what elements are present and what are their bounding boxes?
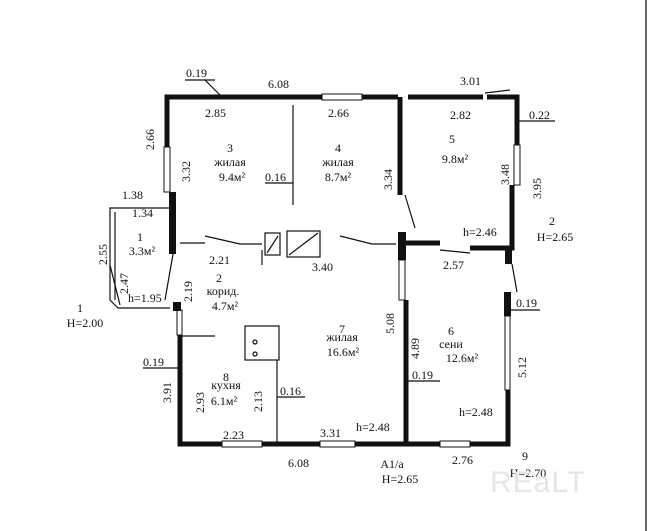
room-number: 4 xyxy=(335,141,341,155)
room-number: 1 xyxy=(137,230,143,244)
dim: 2.13 xyxy=(251,391,265,412)
dim: h=2.48 xyxy=(459,405,493,419)
annotation: 9 xyxy=(522,449,528,463)
dim: 0.19 xyxy=(186,66,207,80)
room-name: кухня xyxy=(211,378,241,392)
annotation: H=2.70 xyxy=(510,466,546,480)
room-6: 6 сени 12.6м² xyxy=(439,324,478,365)
room-8: 8 кухня 6.1м² xyxy=(211,370,241,408)
dim: 2.55 xyxy=(96,244,110,265)
room-3: 3 жилая 9.4м² xyxy=(213,141,246,184)
room-area: 9.4м² xyxy=(219,170,246,184)
annotation: H=2.65 xyxy=(537,230,573,244)
dim: 2.23 xyxy=(223,428,244,442)
dim: 0.19 xyxy=(412,368,433,382)
dim: 2.66 xyxy=(328,106,349,120)
dimensions: 0.19 6.08 2.85 2.66 3.01 2.82 0.22 0.16 … xyxy=(96,66,550,470)
dim: 2.76 xyxy=(452,453,473,467)
room-area: 16.6м² xyxy=(327,345,360,359)
annotation: H=2.00 xyxy=(67,316,103,330)
dim: 3.34 xyxy=(381,169,395,190)
room-area: 12.6м² xyxy=(446,351,479,365)
dim: h=2.46 xyxy=(463,225,497,239)
dim: 3.48 xyxy=(498,164,512,185)
dim: 3.95 xyxy=(530,178,544,199)
dim: 1.38 xyxy=(122,188,143,202)
room-area: 9.8м² xyxy=(442,152,469,166)
dim: 2.47 xyxy=(117,273,131,294)
room-name: жилая xyxy=(213,155,246,169)
dim: 0.19 xyxy=(516,296,537,310)
room-name: корид. xyxy=(207,284,240,298)
room-1: 1 3.3м² xyxy=(129,230,156,258)
dim: 2.19 xyxy=(181,281,195,302)
annotation: 1 xyxy=(77,301,83,315)
dim: 5.08 xyxy=(383,313,397,334)
dim: 2.82 xyxy=(450,108,471,122)
dim: 2.93 xyxy=(193,392,207,413)
room-number: 5 xyxy=(449,132,455,146)
room-number: 8 xyxy=(223,370,229,384)
room-number: 7 xyxy=(339,322,345,336)
dim: 6.08 xyxy=(288,456,309,470)
room-2: 2 корид. 4.7м² xyxy=(207,271,240,313)
dim: 3.01 xyxy=(460,74,481,88)
room-name: жилая xyxy=(321,155,354,169)
room-area: 8.7м² xyxy=(325,170,352,184)
dim: 3.91 xyxy=(160,382,174,403)
dim: 0.19 xyxy=(143,355,164,369)
annotation: 2 xyxy=(549,214,555,228)
watermark: REaLT xyxy=(490,466,586,499)
walls xyxy=(109,79,555,448)
dim: 1.34 xyxy=(132,206,153,220)
dim: 5.12 xyxy=(515,357,529,378)
room-5: 5 9.8м² xyxy=(442,132,469,166)
annotation: H=2.65 xyxy=(382,472,418,486)
room-number: 3 xyxy=(227,141,233,155)
room-number: 6 xyxy=(448,324,454,338)
room-area: 4.7м² xyxy=(212,299,239,313)
dim: h=1.95 xyxy=(128,291,162,305)
dim: 2.85 xyxy=(205,106,226,120)
dim: 4.89 xyxy=(408,338,422,359)
room-name: жилая xyxy=(325,330,358,344)
dim: 3.40 xyxy=(312,260,333,274)
annotations: 1 H=2.00 2 H=2.65 А1/а H=2.65 9 H=2.70 xyxy=(67,214,573,486)
room-name: сени xyxy=(439,337,463,351)
room-number: 2 xyxy=(216,271,222,285)
room-area: 6.1м² xyxy=(211,394,238,408)
dim: 0.16 xyxy=(280,384,301,398)
dim: 2.21 xyxy=(209,253,230,267)
dim: 6.08 xyxy=(268,77,289,91)
room-area: 3.3м² xyxy=(129,244,156,258)
dim: 3.31 xyxy=(320,426,341,440)
room-4: 4 жилая 8.7м² xyxy=(321,141,354,184)
dim: 2.57 xyxy=(443,258,464,272)
dim: h=2.48 xyxy=(356,420,390,434)
annotation: А1/а xyxy=(380,457,404,471)
dim: 0.22 xyxy=(529,108,550,122)
dim: 3.32 xyxy=(179,161,193,182)
dim: 0.16 xyxy=(265,170,286,184)
room-7: 7 жилая 16.6м² xyxy=(325,322,359,359)
dim: 2.66 xyxy=(143,129,157,150)
